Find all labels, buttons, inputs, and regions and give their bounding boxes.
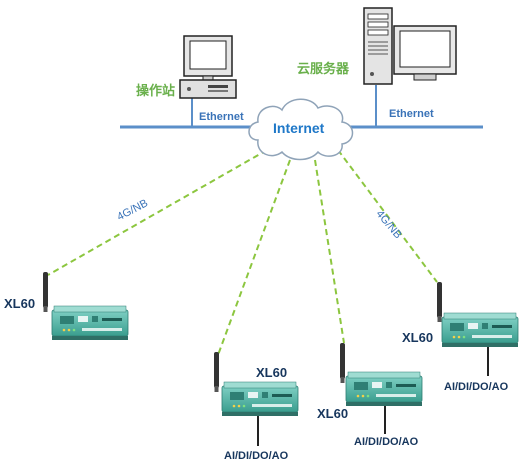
device-2-name: XL60 [256,365,288,380]
xl60-device-1 [43,272,129,341]
device-4-io: AI/DI/DO/AO [444,381,509,393]
operator-station-icon [179,35,237,99]
xl60-device-4 [437,282,519,376]
device-3-io: AI/DI/DO/AO [354,436,419,448]
device-4-name: XL60 [402,330,434,345]
device-3-name: XL60 [317,406,349,421]
cloud-server-label: 云服务器 [297,61,350,76]
wireless-link-3 [314,159,345,344]
device-1-name: XL60 [4,296,36,311]
wireless-link-2 [217,159,291,356]
xl60-device-3 [340,343,423,434]
xl60-device-2 [214,352,299,446]
device-2-io: AI/DI/DO/AO [224,450,289,462]
internet-cloud-icon [248,98,354,161]
ethernet-right-label: Ethernet [389,108,434,120]
internet-label: Internet [273,120,325,136]
operator-station-label: 操作站 [136,83,176,98]
wireless-link-4 [337,149,438,283]
ethernet-left-label: Ethernet [199,111,244,123]
wireless-link-1 [47,149,268,276]
cloud-server-icon [363,7,457,85]
